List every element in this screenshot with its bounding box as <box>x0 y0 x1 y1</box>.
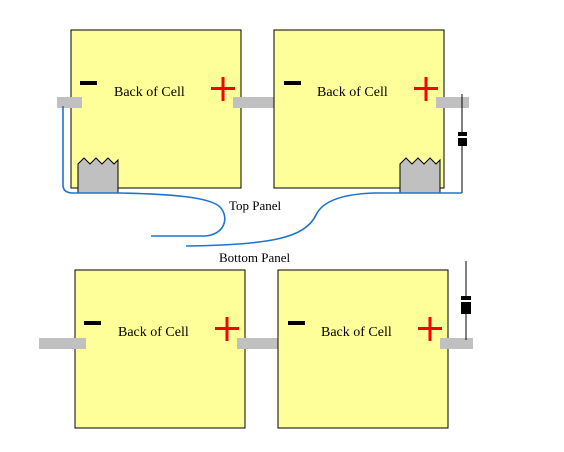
negative-terminal-icon <box>288 321 305 325</box>
bottom-panel-label: Bottom Panel <box>219 250 291 265</box>
positive-tab <box>440 338 473 349</box>
negative-terminal-icon <box>84 321 101 325</box>
cell-top-left: Back of Cell <box>57 29 284 194</box>
positive-terminal-icon <box>418 317 442 341</box>
top-panel-label: Top Panel <box>229 198 282 213</box>
junction-box-icon <box>399 157 441 194</box>
interconnect-tab <box>237 338 288 349</box>
cell-body <box>277 269 449 429</box>
cell-label: Back of Cell <box>118 325 189 340</box>
negative-terminal-icon <box>284 81 301 85</box>
cell-bottom-right: Back of Cell <box>277 269 473 429</box>
positive-terminal-icon <box>414 77 438 101</box>
cell-label: Back of Cell <box>321 325 392 340</box>
cell-body <box>74 269 246 429</box>
junction-box-icon <box>77 157 119 194</box>
negative-tab <box>57 97 82 108</box>
positive-terminal-icon <box>215 317 239 341</box>
positive-tab <box>436 97 469 108</box>
positive-terminal-icon <box>211 77 235 101</box>
cell-label: Back of Cell <box>114 85 185 100</box>
cell-label: Back of Cell <box>317 85 388 100</box>
interconnect-tab <box>233 97 284 108</box>
diode-icon <box>459 261 473 340</box>
cell-top-right: Back of Cell <box>273 29 469 194</box>
cell-bottom-left: Back of Cell <box>39 269 288 429</box>
negative-tab <box>39 338 86 349</box>
diode-icon <box>456 94 468 193</box>
negative-terminal-icon <box>80 81 97 85</box>
wire <box>62 106 462 247</box>
